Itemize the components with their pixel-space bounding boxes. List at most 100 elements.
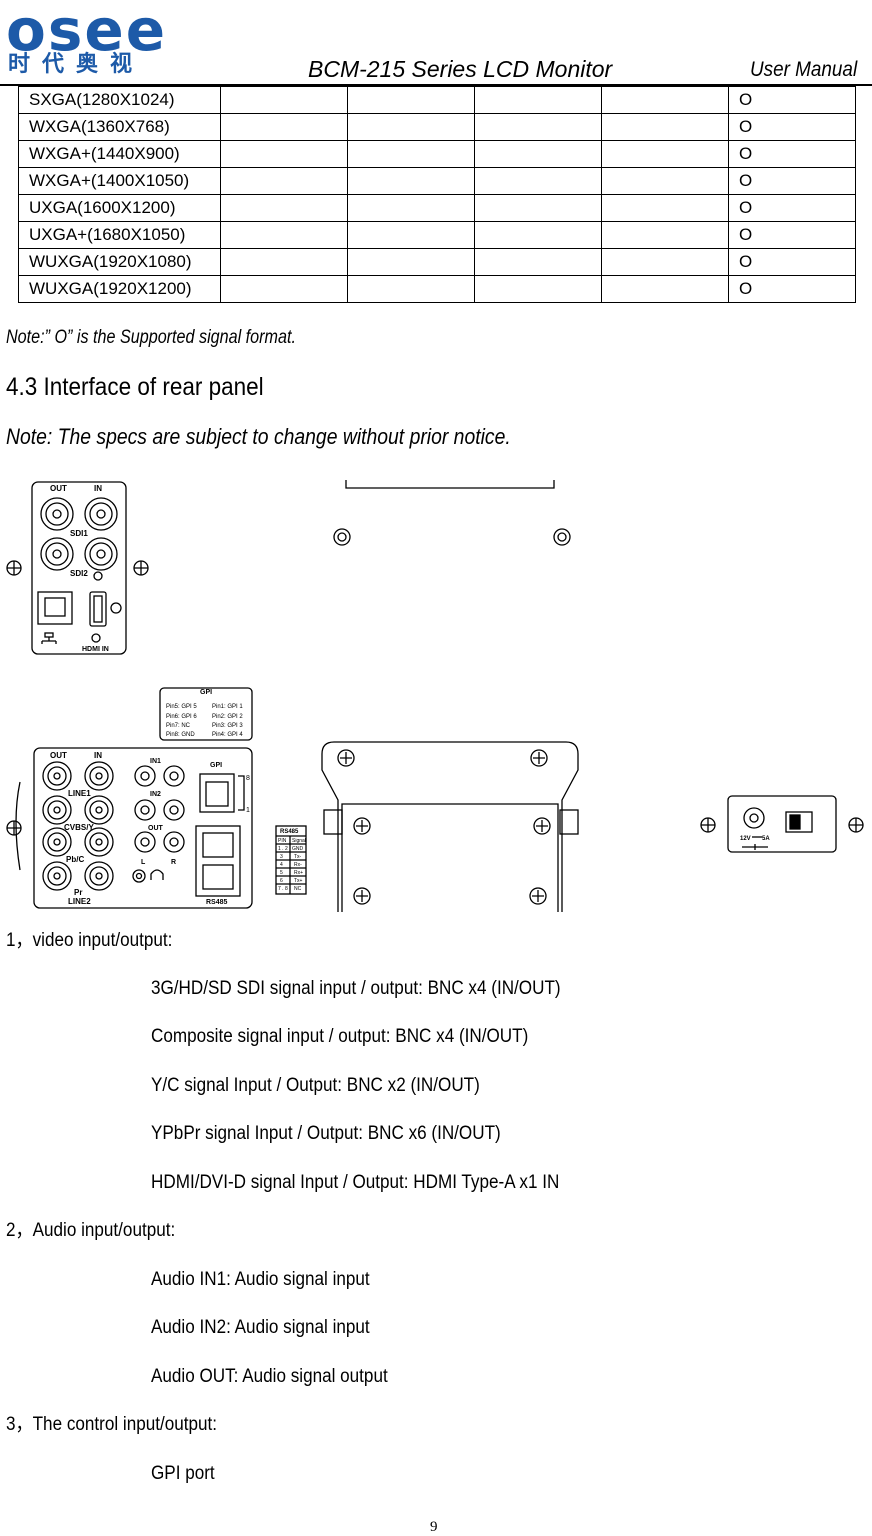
list-line: HDMI/DVI-D signal Input / Output: HDMI T… xyxy=(151,1172,560,1193)
empty-cell xyxy=(220,275,348,303)
page-number: 9 xyxy=(430,1519,438,1535)
table-row: WXGA+(1440X900)O xyxy=(18,140,856,168)
empty-cell xyxy=(220,140,348,168)
bnc-connector xyxy=(40,537,74,571)
empty-cell xyxy=(601,275,729,303)
company-logo-chinese: 时代奥视 xyxy=(8,52,145,77)
rs485-signal: GND xyxy=(292,846,304,852)
bracket-hinge xyxy=(323,809,343,835)
empty-cell xyxy=(474,167,602,195)
specs-note: Note: The specs are subject to change wi… xyxy=(6,424,511,449)
rs485-label: RS485 xyxy=(206,899,228,906)
power-current-label: 5A xyxy=(762,836,770,842)
sdi1-label: SDI1 xyxy=(70,529,88,538)
list-heading-audio: 2，Audio input/output: xyxy=(6,1220,176,1241)
screw-icon xyxy=(337,749,355,767)
screw-icon xyxy=(848,817,864,833)
hdmi-in-label: HDMI IN xyxy=(82,646,109,653)
rs485-pin-table: RS485 PIN Signal 1 . 2 GND 3 Tx- 4 Rx- 5… xyxy=(275,825,307,895)
gpi-pin: Pin3: GPI 3 xyxy=(212,723,243,729)
format-cell: UXGA(1600X1200) xyxy=(18,194,221,222)
rear-panel-diagram: OUT IN SDI1 SDI2 HDMI IN GPI Pin5: GPI 5… xyxy=(6,480,864,912)
bnc-connector xyxy=(42,861,72,891)
empty-cell xyxy=(347,248,475,276)
sdi-out-label: OUT xyxy=(50,484,67,493)
gpi-legend-title: GPI xyxy=(200,689,212,696)
rca-connector xyxy=(163,831,185,853)
bracket-hinge xyxy=(559,809,579,835)
rs485-pin: 5 xyxy=(280,870,283,876)
format-cell: WUXGA(1920X1080) xyxy=(18,248,221,276)
rs485-signal: Rx+ xyxy=(294,870,303,876)
list-line: 3G/HD/SD SDI signal input / output: BNC … xyxy=(151,978,561,999)
empty-cell xyxy=(601,221,729,249)
empty-cell xyxy=(347,221,475,249)
screw-icon xyxy=(6,560,22,576)
gpi-pin-1: 1 xyxy=(246,807,250,814)
empty-cell xyxy=(347,140,475,168)
list-line: YPbPr signal Input / Output: BNC x6 (IN/… xyxy=(151,1123,501,1144)
empty-cell xyxy=(601,86,729,114)
table-row: WXGA(1360X768)O xyxy=(18,113,856,141)
screw-icon xyxy=(529,887,547,905)
support-mark-cell: O xyxy=(728,113,856,141)
empty-cell xyxy=(220,167,348,195)
headphone-icon xyxy=(150,869,164,880)
vesa-mount-bracket xyxy=(321,741,579,912)
headphone-jack xyxy=(132,869,146,883)
rs485-pin: 6 xyxy=(280,878,283,884)
header-divider xyxy=(0,84,872,86)
bnc-connector xyxy=(84,761,114,791)
power-module: 12V 5A xyxy=(727,795,837,853)
audio-in2-label: IN2 xyxy=(150,791,161,798)
bnc-connector xyxy=(42,827,72,857)
list-line: Composite signal input / output: BNC x4 … xyxy=(151,1026,529,1047)
table-row: SXGA(1280X1024) O xyxy=(18,86,856,114)
list-line: Audio IN1: Audio signal input xyxy=(151,1269,370,1290)
audio-left-label: L xyxy=(141,859,146,866)
bnc-connector xyxy=(84,827,114,857)
gpi-rj45-port xyxy=(199,773,235,813)
empty-cell xyxy=(474,194,602,222)
hdmi-port xyxy=(89,591,107,627)
gpi-pin: Pin5: GPI 5 xyxy=(166,704,197,710)
gpi-pin: Pin4: GPI 4 xyxy=(212,732,243,738)
bnc-connector xyxy=(42,795,72,825)
analog-io-module: OUT IN LINE1 CVBS/Y Pb/C Pr LINE2 IN1 IN… xyxy=(15,747,253,909)
format-cell: WUXGA(1920X1200) xyxy=(18,275,221,303)
list-line: Audio IN2: Audio signal input xyxy=(151,1317,370,1338)
format-cell: WXGA+(1400X1050) xyxy=(18,167,221,195)
audio-right-label: R xyxy=(171,859,176,866)
gpi-pin-8: 8 xyxy=(246,775,250,782)
support-mark-cell: O xyxy=(728,86,856,114)
cvbs-y-label: CVBS/Y xyxy=(64,823,94,832)
dc-power-jack xyxy=(743,807,765,829)
gpi-pin: Pin2: GPI 2 xyxy=(212,714,243,720)
support-mark-cell: O xyxy=(728,221,856,249)
screw-icon xyxy=(700,817,716,833)
document-type: User Manual xyxy=(750,58,858,81)
sdi-in-label: IN xyxy=(94,484,102,493)
list-line: GPI port xyxy=(151,1463,215,1484)
empty-cell xyxy=(347,275,475,303)
indicator-led xyxy=(93,571,103,581)
empty-cell xyxy=(474,221,602,249)
table-row: WXGA+(1400X1050) O xyxy=(18,167,856,195)
gpi-port-label: GPI xyxy=(210,762,222,769)
table-row: UXGA(1600X1200)O xyxy=(18,194,856,222)
empty-cell xyxy=(474,113,602,141)
bnc-connector xyxy=(42,761,72,791)
format-cell: WXGA+(1440X900) xyxy=(18,140,221,168)
empty-cell xyxy=(220,194,348,222)
screw-icon xyxy=(133,560,149,576)
mount-bracket-outline xyxy=(345,480,555,489)
rs485-table-title: RS485 xyxy=(280,829,299,835)
document-title: BCM-215 Series LCD Monitor xyxy=(308,56,613,82)
support-mark-cell: O xyxy=(728,167,856,195)
empty-cell xyxy=(347,86,475,114)
gpi-pin: Pin1: GPI 1 xyxy=(212,704,243,710)
rs485-signal: Tx- xyxy=(294,854,302,860)
bnc-connector xyxy=(84,537,118,571)
empty-cell xyxy=(347,194,475,222)
format-cell: SXGA(1280X1024) xyxy=(18,86,221,114)
